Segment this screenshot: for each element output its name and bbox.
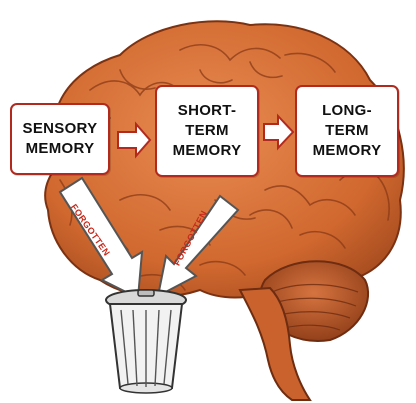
sensory-memory-box: SENSORY MEMORY [10,103,110,175]
short-term-memory-box: SHORT- TERM MEMORY [155,85,259,177]
long-term-memory-label: LONG- TERM MEMORY [313,101,382,162]
sensory-memory-label: SENSORY MEMORY [23,119,98,160]
long-term-memory-box: LONG- TERM MEMORY [295,85,399,177]
short-term-memory-label: SHORT- TERM MEMORY [173,101,242,162]
trash-can-icon [106,290,186,393]
